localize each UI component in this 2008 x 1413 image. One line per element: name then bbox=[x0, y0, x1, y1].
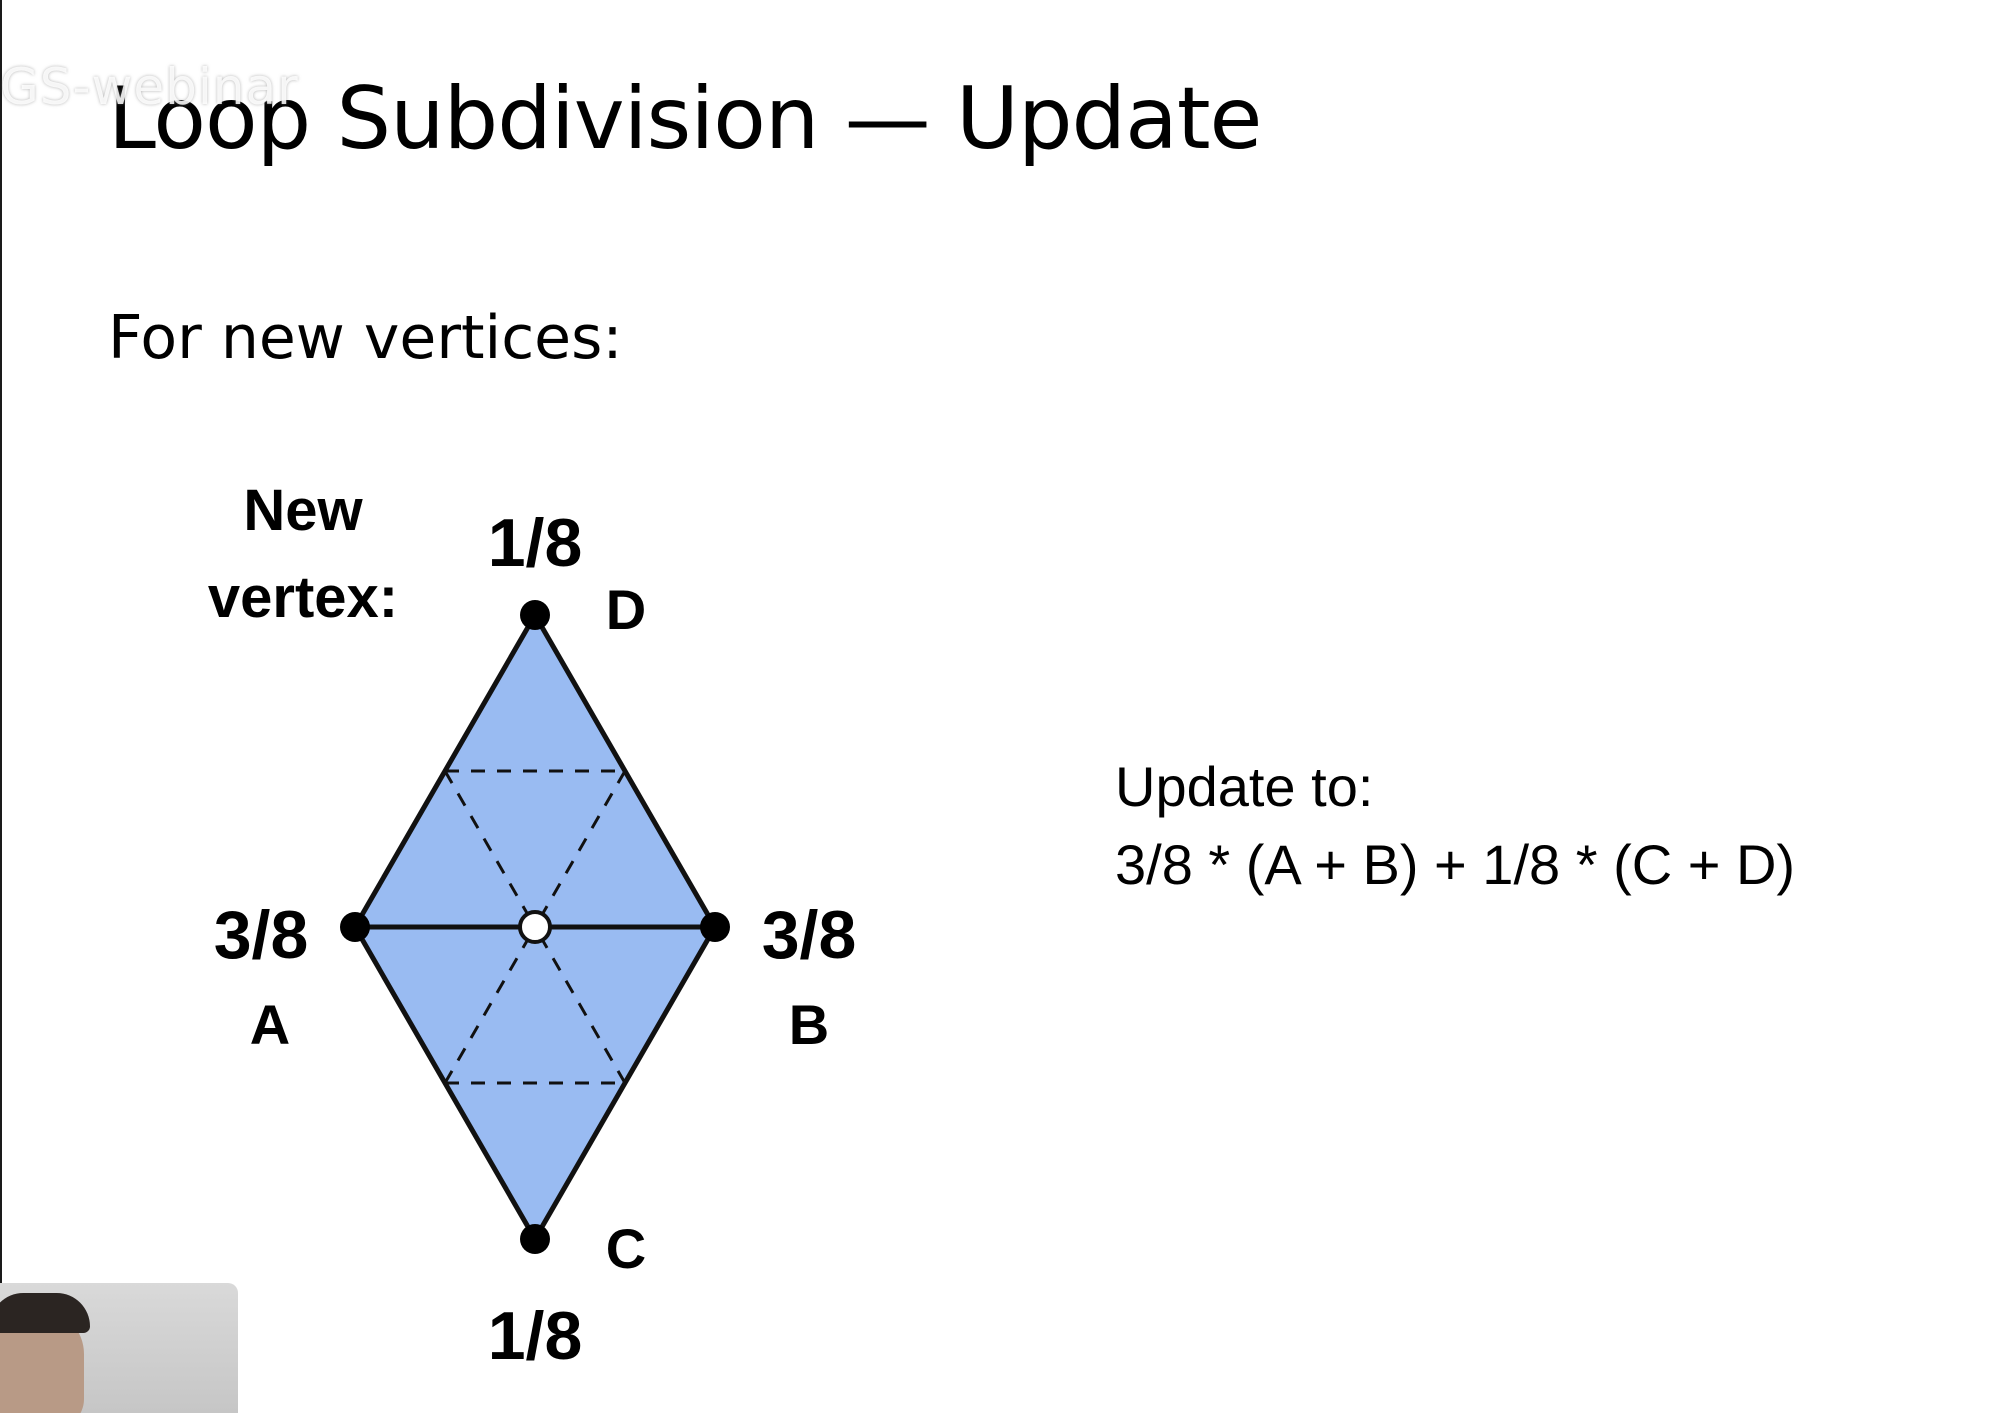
vertex-label-c: C bbox=[606, 1217, 646, 1280]
formula-expression: 3/8 * (A + B) + 1/8 * (C + D) bbox=[1115, 826, 1795, 904]
update-formula: Update to: 3/8 * (A + B) + 1/8 * (C + D) bbox=[1115, 748, 1795, 904]
vertex-d bbox=[520, 600, 550, 630]
vertex-a bbox=[340, 912, 370, 942]
formula-heading: Update to: bbox=[1115, 748, 1795, 826]
new-vertex-label-line2: vertex: bbox=[208, 565, 398, 630]
weight-top: 1/8 bbox=[488, 505, 583, 581]
vertex-label-d: D bbox=[606, 578, 646, 641]
new-vertex-label-line1: New bbox=[243, 478, 363, 543]
vertex-c bbox=[520, 1224, 550, 1254]
vertex-label-a: A bbox=[250, 993, 290, 1056]
weight-bottom: 1/8 bbox=[488, 1298, 583, 1374]
weight-right: 3/8 bbox=[762, 897, 857, 973]
presenter-webcam bbox=[0, 1283, 238, 1413]
vertex-b bbox=[700, 912, 730, 942]
weight-left: 3/8 bbox=[214, 897, 309, 973]
new-vertex bbox=[520, 912, 550, 942]
vertex-label-b: B bbox=[789, 993, 829, 1056]
presenter-hair bbox=[0, 1293, 90, 1333]
